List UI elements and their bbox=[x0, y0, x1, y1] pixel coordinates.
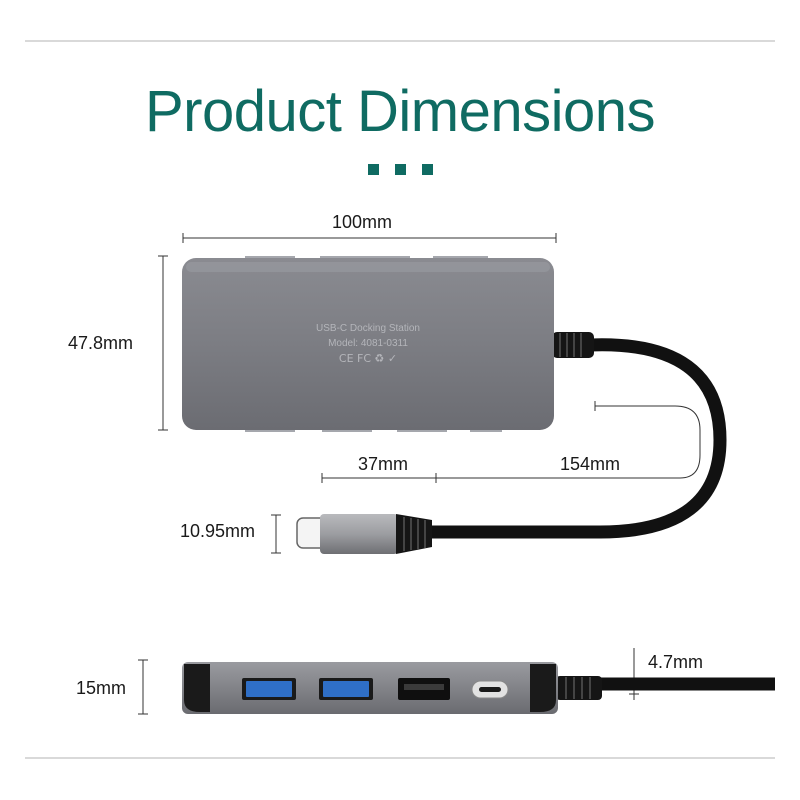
usb-c-plug bbox=[296, 514, 432, 554]
device-label-line1: USB-C Docking Station bbox=[316, 323, 420, 334]
strain-relief-hub bbox=[552, 332, 594, 358]
dimension-cable-length-label: 154mm bbox=[560, 454, 621, 474]
port-usb-a-1 bbox=[242, 678, 296, 700]
title-dots bbox=[0, 162, 800, 175]
device-label-line2: Model: 4081-0311 bbox=[328, 338, 408, 349]
port-usb-a-3 bbox=[398, 678, 450, 700]
port-usb-a-2 bbox=[319, 678, 373, 700]
dimension-width-label: 100mm bbox=[332, 212, 393, 232]
bottom-divider bbox=[25, 757, 775, 759]
top-divider bbox=[25, 40, 775, 42]
dimension-thickness-label: 15mm bbox=[76, 678, 127, 698]
hub-top-view bbox=[182, 256, 554, 432]
page-title: Product Dimensions bbox=[145, 79, 656, 144]
dimension-cable-diameter-label: 4.7mm bbox=[648, 652, 704, 672]
dimension-plug-height-label: 10.95mm bbox=[180, 521, 256, 541]
port-usb-c bbox=[471, 680, 509, 699]
dimension-plug-length-label: 37mm bbox=[358, 454, 409, 474]
dimension-height-label: 47.8mm bbox=[68, 333, 134, 353]
cable bbox=[413, 338, 727, 539]
certification-marks: CE FC ♻ ✓ bbox=[339, 352, 397, 365]
